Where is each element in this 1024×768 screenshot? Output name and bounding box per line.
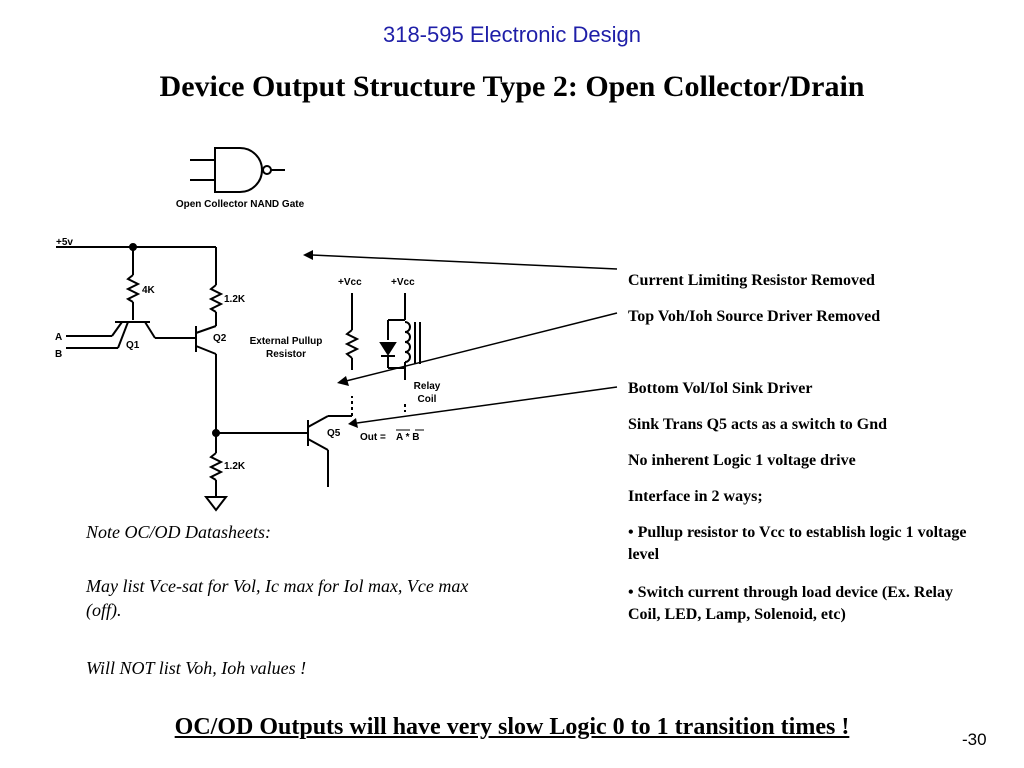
vcc-pullup-label: +Vcc	[338, 277, 362, 288]
r4k-label: 4K	[142, 285, 156, 296]
relay-coil-icon	[404, 321, 411, 363]
course-title: 318-595 Electronic Design	[382, 22, 642, 47]
note-line1: May list Vce-sat for Vol, Ic max for Iol…	[86, 576, 469, 620]
footer-statement: OC/OD Outputs will have very slow Logic …	[174, 714, 850, 740]
annotation-switch-bullet: • Switch current through load device (Ex…	[628, 584, 953, 623]
page-number: -30	[962, 730, 987, 749]
pullup-label-line2: Resistor	[266, 349, 306, 360]
q5-label: Q5	[327, 428, 341, 439]
annotation-sink-driver: Bottom Vol/Iol Sink Driver	[628, 380, 813, 397]
pullup-resistor-icon	[344, 329, 360, 359]
annotation-resistor-removed: Current Limiting Resistor Removed	[628, 272, 875, 289]
r-q2-label: 1.2K	[224, 294, 246, 305]
annotation-pullup-bullet: • Pullup resistor to Vcc to establish lo…	[628, 524, 967, 563]
transistor-q1-icon	[111, 321, 156, 349]
annotation-interface: Interface in 2 ways;	[628, 488, 763, 505]
transistor-q5-icon	[307, 415, 329, 451]
annotation-source-removed: Top Voh/Ioh Source Driver Removed	[628, 308, 881, 325]
slide-title: Device Output Structure Type 2: Open Col…	[159, 70, 865, 103]
annotation-no-logic1: No inherent Logic 1 voltage drive	[628, 452, 856, 469]
ground-icon	[203, 496, 229, 512]
supply-label: +5v	[56, 237, 73, 248]
pullup-label-line1: External Pullup	[250, 336, 323, 347]
relay-label-line1: Relay	[414, 381, 441, 392]
out-label: Out =	[360, 432, 386, 443]
resistor-1.2k-q2-icon	[208, 284, 224, 313]
nand-gate-icon	[190, 147, 285, 193]
q1-label: Q1	[126, 340, 140, 351]
note-heading: Note OC/OD Datasheets:	[86, 522, 271, 542]
q2-label: Q2	[213, 333, 227, 344]
out-expression: A * B	[396, 432, 420, 443]
vcc-relay-label: +Vcc	[391, 277, 415, 288]
input-a-label: A	[55, 332, 62, 343]
relay-label-line2: Coil	[418, 394, 437, 405]
diode-icon	[379, 342, 397, 356]
input-b-label: B	[55, 349, 62, 360]
annotation-q5-switch: Sink Trans Q5 acts as a switch to Gnd	[628, 416, 888, 433]
note-line2: Will NOT list Voh, Ioh values !	[86, 658, 307, 678]
resistor-1.2k-bottom-icon	[208, 452, 224, 481]
gate-caption: Open Collector NAND Gate	[176, 199, 305, 210]
r-bottom-label: 1.2K	[224, 461, 246, 472]
resistor-4k-icon	[125, 274, 141, 303]
